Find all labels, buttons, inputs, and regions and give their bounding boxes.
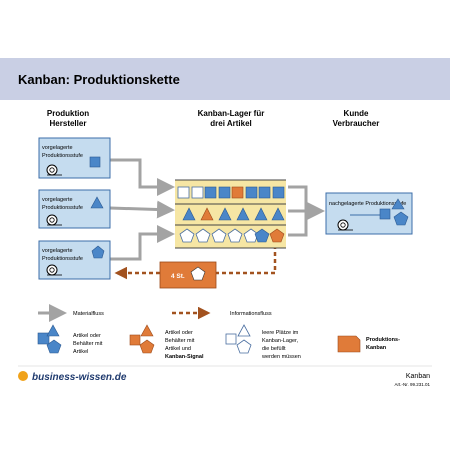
machine-icon [337,219,353,231]
info-flow-line-right [216,245,277,275]
shelf-row-squares [177,186,285,199]
square-article [245,186,258,199]
legend-production-kanban-line1: Produktions- [366,337,400,343]
legend-empty-line3: die befüllt [262,346,286,352]
triangle-article [236,207,250,221]
legend-kanban-signal: Artikel oder Behälter mit Artikel und Ka… [129,324,204,360]
empty-square-icon [225,333,237,345]
upstream-stage-2-label-line1: vorgelagerte [42,197,73,203]
page-title: Kanban: Produktionskette [18,72,180,87]
production-kanban-card: 4 St. [159,261,217,289]
triangle-article [254,207,268,221]
triangle-article-icon [90,196,104,209]
triangle-signal-icon [140,324,154,337]
column-heading-middle-line2: drei Artikel [210,119,252,128]
material-flow-arrow-2 [109,200,175,219]
machine-icon [46,264,62,276]
footer-label: Kanban [406,373,430,380]
legend-info-flow-label: Informationsfluss [230,311,272,317]
square-signal-icon [129,334,141,346]
shelf-row-pentagons [179,228,285,243]
production-kanban-icon [337,335,361,353]
legend-signal-line2: Behälter mit [165,338,195,344]
upstream-stage-2: vorgelagerte Produktionsstufe [38,189,111,229]
empty-square-slot [191,186,204,199]
legend-empty-line2: Kanban-Lager, [262,338,299,344]
legend-articles-line3: Artikel [73,349,88,355]
square-article [272,186,285,199]
legend-signal-line3: Artikel und [165,346,191,352]
empty-pentagon-icon [236,339,252,354]
legend-articles-line1: Artikel oder [73,333,101,339]
square-article-kanban-signal [231,186,244,199]
column-heading-middle-line1: Kanban-Lager für [198,109,265,118]
legend-articles-line2: Behälter mit [73,341,103,347]
footer-article-number: Art.-Nr. 99.231.01 [394,382,430,387]
upstream-stage-3: vorgelagerte Produktionsstufe [38,240,111,280]
triangle-article [182,207,196,221]
pentagon-signal-icon [139,339,155,354]
pentagon-article [254,228,270,243]
upstream-stage-1-label-line1: vorgelagerte [42,145,73,151]
empty-pentagon-slot [179,228,195,243]
legend-production-kanban-line2: Kanban [366,345,387,351]
column-heading-right-line1: Kunde [344,109,369,118]
square-article-icon [37,332,50,345]
square-article-icon [379,208,391,220]
machine-icon [46,164,62,176]
column-heading-left-line2: Hersteller [50,119,87,128]
column-heading-left-line1: Produktion [47,109,89,118]
legend-info-flow: Informationsfluss [172,306,272,320]
triangle-article-kanban-signal [200,207,214,221]
upstream-stage-1: vorgelagerte Produktionsstufe [38,137,111,179]
material-flow-merge-bottom [288,211,308,237]
legend-empty-line1: leere Plätze im [262,330,299,336]
shelf-row-triangles [182,207,285,221]
header-band [0,58,450,100]
brand-logo-text: business-wissen.de [32,372,127,383]
downstream-stage-label: nachgelagerte Produktionsstufe [329,201,406,207]
legend-production-kanban: Produktions- Kanban [337,335,400,353]
empty-pentagon-slot [227,228,243,243]
legend-empty-line4: werden müssen [261,354,301,360]
legend-material-flow: Materialfluss [38,304,104,322]
triangle-article [218,207,232,221]
kanban-quantity-label: 4 St. [171,273,185,280]
empty-pentagon-slot [211,228,227,243]
empty-triangle-icon [237,324,251,337]
square-article [258,186,271,199]
legend-signal-line4: Kanban-Signal [165,354,204,360]
empty-pentagon-slot [195,228,211,243]
upstream-stage-2-label-line2: Produktionsstufe [42,205,83,211]
square-article-icon [89,156,101,168]
material-flow-arrow-1 [110,158,175,196]
legend-articles: Artikel oder Behälter mit Artikel [37,324,103,355]
pentagon-article-kanban-signal [269,228,285,243]
machine-icon [46,214,62,226]
triangle-article-icon [391,198,405,210]
pentagon-article-icon [46,339,62,354]
triangle-article [271,207,285,221]
kanban-warehouse [175,179,286,249]
empty-square-slot [177,186,190,199]
legend-empty-slots: leere Plätze im Kanban-Lager, die befüll… [225,324,301,360]
brand-dot-icon [18,371,28,381]
upstream-stage-1-label-line2: Produktionsstufe [42,153,83,159]
pentagon-article-icon [393,211,409,226]
triangle-article-icon [46,324,60,337]
pentagon-icon [190,266,206,281]
material-flow-merge-top [288,185,308,211]
upstream-stage-3-label-line1: vorgelagerte [42,248,73,254]
square-article [218,186,231,199]
upstream-stage-3-label-line2: Produktionsstufe [42,256,83,262]
legend-material-flow-label: Materialfluss [73,311,104,317]
downstream-stage: nachgelagerte Produktionsstufe [325,192,413,235]
legend-signal-line1: Artikel oder [165,330,193,336]
material-flow-arrow-3 [110,225,175,261]
square-article [204,186,217,199]
pentagon-article-icon [91,245,105,259]
column-heading-right-line2: Verbraucher [333,119,380,128]
